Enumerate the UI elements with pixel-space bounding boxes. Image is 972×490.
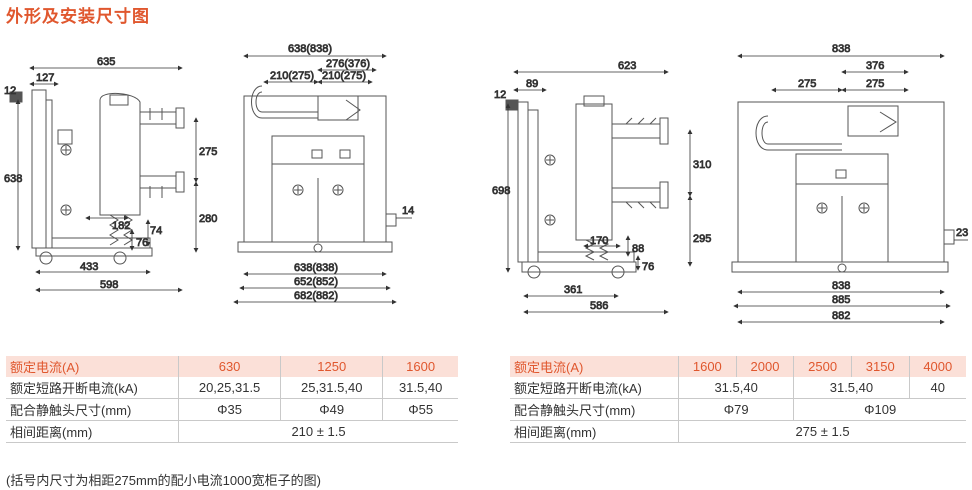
row-label: 配合静触头尺寸(mm)	[10, 403, 132, 418]
drawing1-front-dims: 638(838) 276(376) 210(275) 210(275) 14 6…	[233, 43, 415, 305]
row-label: 额定电流(A)	[510, 356, 679, 377]
dim-label: 182	[112, 220, 130, 232]
table-cell: 3150	[850, 356, 910, 377]
dim-label: 885	[832, 294, 850, 306]
dim-label: 623	[618, 60, 636, 72]
table-cell: 4000	[908, 356, 966, 377]
table-row: 配合静触头尺寸(mm) Φ35 Φ49 Φ55	[6, 398, 458, 421]
drawing2-side-dims: 623 89 12 698 310 295 170 88 76 361 586	[492, 60, 712, 315]
dim-label: 698	[492, 185, 510, 197]
dim-label: 275	[866, 78, 884, 90]
drawing2-front-view	[731, 101, 955, 273]
dim-label: 638(838)	[288, 43, 332, 55]
dim-label: 14	[402, 205, 414, 217]
dim-label: 23	[956, 227, 968, 239]
table-cell: 2500	[793, 356, 852, 377]
drawings: 635 127 12 638 275 280 182 74 76 433 598	[4, 43, 969, 325]
table-row: 额定短路开断电流(kA) 31.5,40 31.5,40 40	[510, 377, 966, 399]
table-cell: 1250	[280, 356, 383, 377]
table-cell: 2000	[735, 356, 794, 377]
table-row: 额定电流(A) 1600 2000 2500 3150 4000	[510, 356, 966, 377]
dim-label: 12	[4, 85, 16, 97]
dim-label: 76	[136, 237, 148, 249]
dim-label: 635	[97, 56, 115, 68]
table-cell: 210 ± 1.5	[178, 420, 458, 443]
dim-label: 88	[632, 243, 644, 255]
table-cell: 31.5,40	[793, 377, 910, 399]
dim-label: 638(838)	[294, 262, 338, 274]
dim-label: 361	[564, 284, 582, 296]
dim-label: 275	[199, 146, 217, 158]
table-cell: Φ35	[177, 398, 281, 421]
table-cell: Φ79	[677, 398, 794, 421]
drawing2-side-view	[505, 95, 669, 279]
table-cell: 40	[908, 377, 966, 399]
table-cell: 25,31.5,40	[280, 377, 383, 399]
table-cell: 1600	[678, 356, 737, 377]
dim-label: 210(275)	[322, 70, 366, 82]
table-row: 额定短路开断电流(kA) 20,25,31.5 25,31.5,40 31.5,…	[6, 377, 458, 399]
table-cell: 31.5,40	[677, 377, 794, 399]
dim-label: 210(275)	[270, 70, 314, 82]
dim-label: 838	[832, 43, 850, 55]
drawing1-side-dims: 635 127 12 638 275 280 182 74 76 433 598	[4, 56, 218, 293]
dim-label: 598	[100, 279, 118, 291]
table-row: 额定电流(A) 630 1250 1600	[6, 356, 458, 377]
dim-label: 838	[832, 280, 850, 292]
drawing1-side-view	[9, 89, 185, 265]
dim-label: 12	[494, 89, 506, 101]
dim-label: 74	[150, 225, 162, 237]
dim-label: 276(376)	[326, 58, 370, 70]
page-title: 外形及安装尺寸图	[6, 7, 150, 26]
dim-label: 376	[866, 60, 884, 72]
dim-label: 433	[80, 261, 98, 273]
dim-label: 586	[590, 300, 608, 312]
table-cell: Φ109	[793, 398, 966, 421]
dim-label: 882	[832, 310, 850, 322]
row-label: 额定短路开断电流(kA)	[514, 381, 642, 396]
row-label: 额定电流(A)	[6, 356, 179, 377]
spec-table-2: 额定电流(A) 1600 2000 2500 3150 4000 额定短路开断电…	[510, 356, 966, 443]
table-cell: 275 ± 1.5	[678, 420, 966, 443]
dim-label: 275	[798, 78, 816, 90]
dim-label: 295	[693, 233, 711, 245]
dim-label: 76	[642, 261, 654, 273]
drawing1-front-view	[237, 85, 397, 253]
dim-label: 127	[36, 72, 54, 84]
table-cell: 31.5,40	[382, 377, 458, 399]
table-cell: Φ49	[280, 398, 383, 421]
drawing2-front-dims: 838 376 275 275 23 838 885 882	[733, 43, 969, 325]
row-label: 相间距离(mm)	[10, 425, 93, 440]
dim-label: 170	[590, 235, 608, 247]
row-label: 相间距离(mm)	[514, 425, 597, 440]
row-label: 额定短路开断电流(kA)	[10, 381, 138, 396]
dim-label: 682(882)	[294, 290, 338, 302]
table-cell: 1600	[382, 356, 458, 377]
dim-label: 89	[526, 78, 538, 90]
footnote: (括号内尺寸为相距275mm的配小电流1000宽柜子的图)	[6, 473, 321, 488]
table-row: 相间距离(mm) 275 ± 1.5	[510, 420, 966, 443]
spec-table-1: 额定电流(A) 630 1250 1600 额定短路开断电流(kA) 20,25…	[6, 356, 458, 443]
dim-label: 310	[693, 159, 711, 171]
dim-label: 280	[199, 213, 217, 225]
table-cell: Φ55	[382, 398, 458, 421]
dim-label: 638	[4, 173, 22, 185]
table-cell: 630	[177, 356, 281, 377]
table-row: 配合静触头尺寸(mm) Φ79 Φ109	[510, 398, 966, 421]
table-cell: 20,25,31.5	[177, 377, 281, 399]
row-label: 配合静触头尺寸(mm)	[514, 403, 636, 418]
table-row: 相间距离(mm) 210 ± 1.5	[6, 420, 458, 443]
dim-label: 652(852)	[294, 276, 338, 288]
